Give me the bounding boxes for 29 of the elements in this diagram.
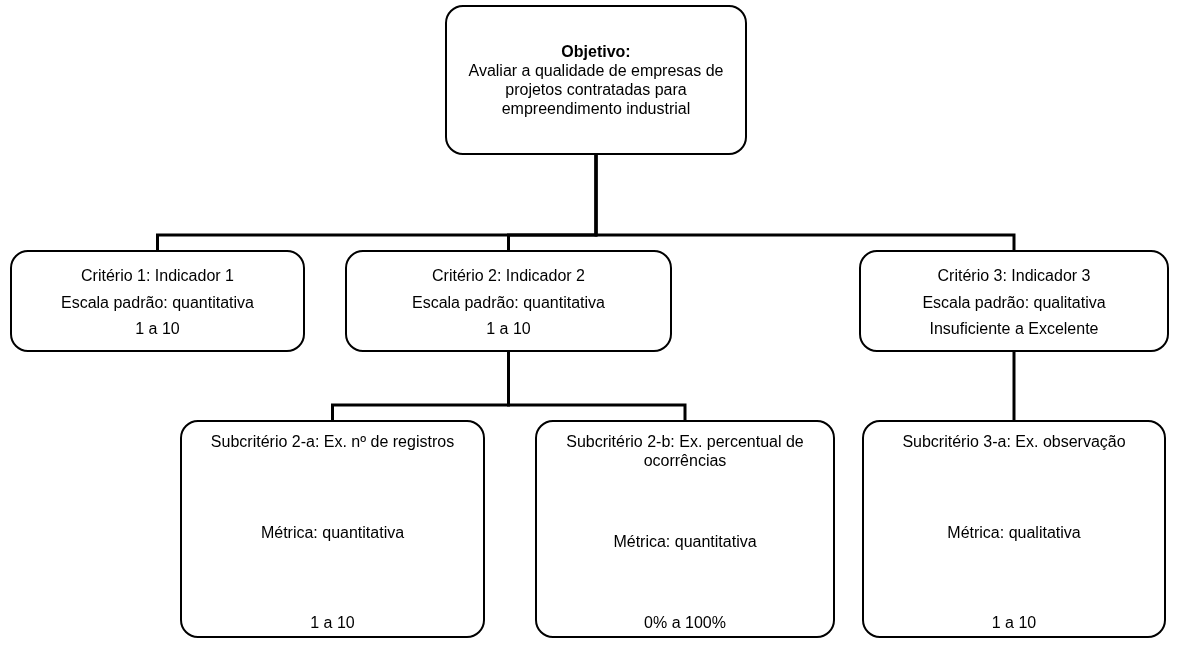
rounded-box (859, 250, 1169, 352)
body-text: 1 a 10 (135, 319, 180, 338)
body-text: Escala padrão: quantitativa (412, 292, 605, 312)
heading-text: Subcritério 3-a: Ex. observação (902, 432, 1126, 451)
heading-text: Critério 3: Indicador 3 (937, 266, 1091, 285)
body-text: Avaliar a qualidade de empresas de projetos contratadas para empreendimento industrial (467, 61, 725, 118)
body-text: Métrica: quantitativa (260, 522, 405, 542)
body-text: 0% a 100% (644, 613, 726, 632)
rounded-box (535, 420, 835, 638)
connector-line (1012, 352, 1016, 420)
body-text: Escala padrão: quantitativa (61, 292, 254, 312)
body-text: 1 a 10 (310, 613, 355, 632)
heading-text: Subcritério 2-b: Ex. percentual de ocorrências (565, 432, 805, 470)
connector-line (594, 155, 1016, 250)
heading-text: Objetivo: (561, 42, 631, 61)
body-text: Métrica: quantitativa (613, 532, 757, 551)
body-text: Insuficiente a Excelente (929, 319, 1099, 338)
rounded-box (862, 420, 1166, 638)
rounded-box (445, 5, 747, 155)
rounded-box (10, 250, 305, 352)
body-text: Métrica: qualitativa (947, 522, 1081, 542)
heading-text: Subcritério 2-a: Ex. nº de registros (210, 432, 455, 451)
body-text: Escala padrão: qualitativa (922, 292, 1106, 312)
body-text: 1 a 10 (991, 613, 1037, 632)
rounded-box (180, 420, 485, 638)
body-text: 1 a 10 (486, 319, 531, 338)
heading-text: Critério 2: Indicador 2 (432, 266, 585, 285)
rounded-box (345, 250, 672, 352)
heading-text: Critério 1: Indicador 1 (81, 266, 234, 285)
